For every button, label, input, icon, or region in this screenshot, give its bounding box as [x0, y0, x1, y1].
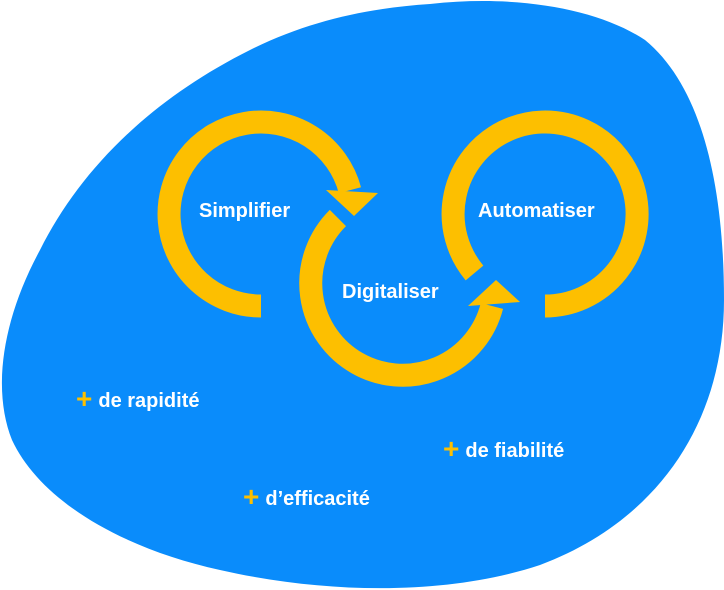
plus-icon: + — [443, 432, 460, 464]
plus-icon: + — [76, 382, 93, 414]
step-digitaliser: Digitaliser — [342, 281, 439, 303]
benefit-label: d’efficacité — [265, 488, 370, 510]
benefit-label: de fiabilité — [465, 440, 565, 462]
digitaliser-arc — [299, 209, 504, 387]
benefit-fiabilite: + de fiabilité — [443, 432, 565, 464]
step-simplifier: Simplifier — [199, 200, 291, 222]
digitaliser-arrowhead — [468, 280, 520, 306]
automatiser-arc — [441, 110, 649, 318]
plus-icon: + — [243, 480, 260, 512]
step-automatiser: Automatiser — [478, 200, 595, 222]
benefit-label: de rapidité — [98, 390, 200, 412]
simplifier-arrowhead — [326, 190, 378, 216]
simplifier-arc — [157, 110, 362, 318]
benefit-rapidite: + de rapidité — [76, 382, 200, 414]
benefit-efficacite: + d’efficacité — [243, 480, 370, 512]
